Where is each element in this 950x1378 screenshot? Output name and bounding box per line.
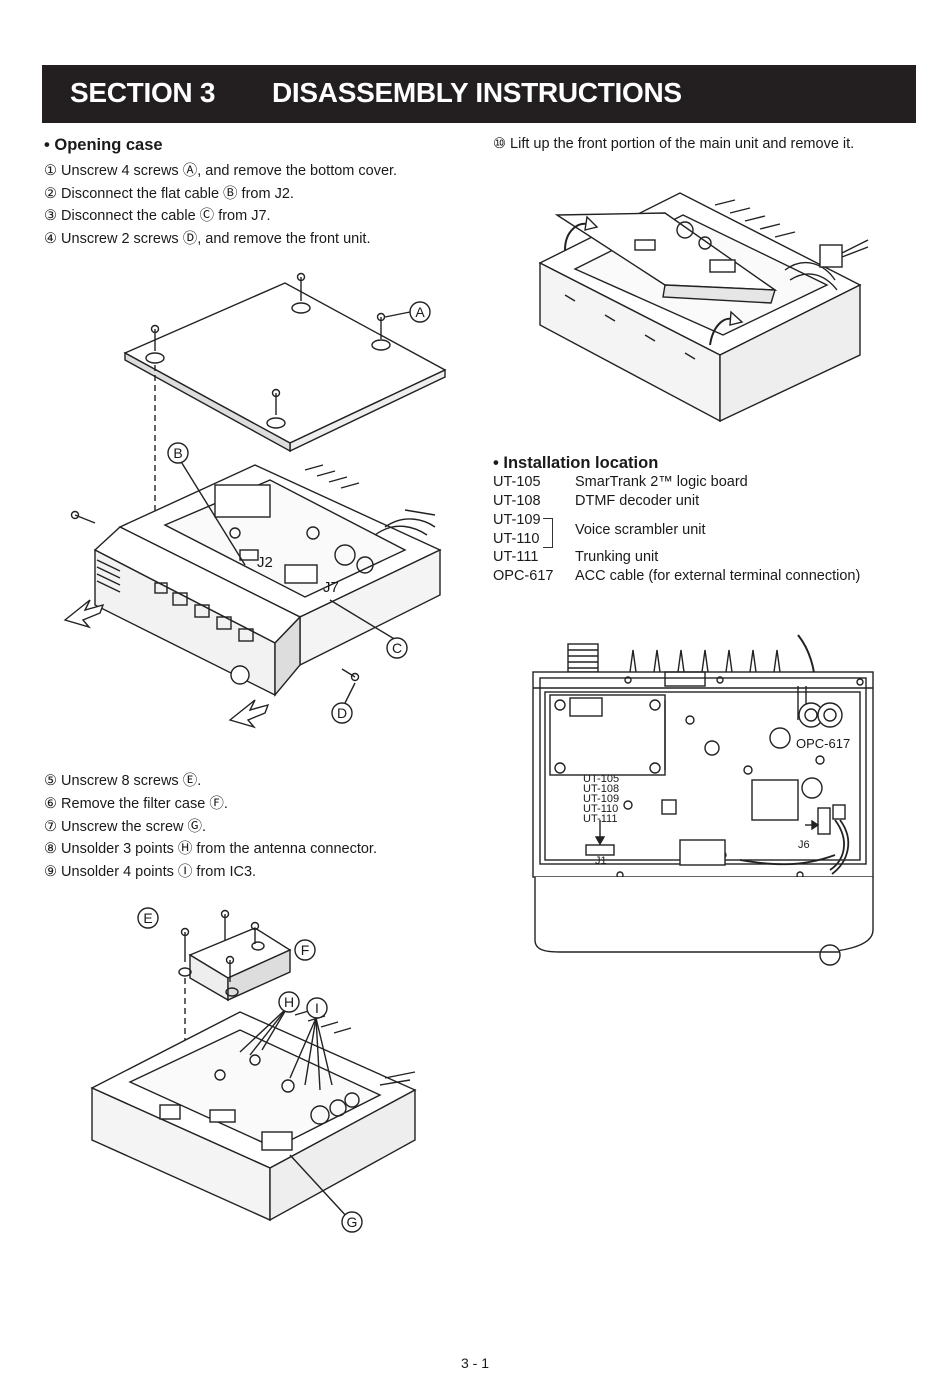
label-e: E (143, 910, 152, 926)
label-d: D (337, 705, 347, 721)
label-j2: J2 (257, 554, 273, 571)
install-desc: ACC cable (for external terminal connect… (575, 568, 861, 584)
label-i: I (315, 1000, 319, 1016)
install-code: UT-110 (493, 531, 540, 547)
figure-opening-case: A B C D J2 J7 (63, 272, 447, 729)
section-header: SECTION 3 DISASSEMBLY INSTRUCTIONS (42, 65, 916, 123)
ut-label: UT-109 (583, 793, 619, 805)
section-title: DISASSEMBLY INSTRUCTIONS (272, 77, 682, 108)
step-5: ⑤ Unscrew 8 screws Ⓔ. (44, 773, 202, 789)
section-number: SECTION 3 (70, 77, 216, 108)
page-number: 3 - 1 (460, 1355, 489, 1371)
label-j7: J7 (323, 579, 339, 596)
label-c: C (392, 640, 402, 656)
ut-label: UT-108 (583, 783, 619, 795)
figure-main-unit-removal (538, 192, 869, 423)
label-g: G (347, 1214, 358, 1230)
install-desc: Voice scrambler unit (575, 522, 706, 538)
step-8: ⑧ Unsolder 3 points Ⓗ from the antenna c… (44, 841, 377, 857)
ut-label: UT-111 (583, 813, 617, 825)
opening-case-heading: • Opening case (44, 136, 163, 154)
ut-label: UT-110 (583, 803, 618, 815)
step-2: ② Disconnect the flat cable Ⓑ from J2. (44, 186, 294, 202)
step-1: ① Unscrew 4 screws Ⓐ, and remove the bot… (44, 163, 398, 179)
install-code: OPC-617 (493, 568, 554, 584)
label-a: A (415, 304, 425, 320)
figure-installation-location: OPC-617 UT-105 UT-108 UT-109 UT-110 UT-1… (532, 634, 874, 966)
install-code: UT-108 (493, 493, 541, 509)
install-code: UT-105 (493, 474, 541, 490)
j6-label: J6 (798, 839, 810, 851)
label-h: H (284, 994, 294, 1010)
step-6: ⑥ Remove the filter case Ⓕ. (44, 796, 228, 812)
installation-heading: • Installation location (493, 454, 659, 472)
install-desc: Trunking unit (575, 549, 659, 565)
label-b: B (173, 445, 182, 461)
install-code: UT-111 (493, 549, 539, 565)
opc-label: OPC-617 (796, 736, 850, 751)
install-code: UT-109 (493, 512, 541, 528)
j1-label: J1 (595, 855, 607, 867)
step-10: ⑩ Lift up the front portion of the main … (493, 136, 855, 152)
figure-filter-case: E F H I G (90, 907, 417, 1233)
ut-label: UT-105 (583, 773, 619, 785)
step-3: ③ Disconnect the cable Ⓒ from J7. (44, 208, 271, 224)
install-desc: DTMF decoder unit (575, 493, 700, 509)
step-9: ⑨ Unsolder 4 points Ⓘ from IC3. (44, 864, 257, 880)
install-desc: SmarTrank 2™ logic board (575, 474, 748, 490)
label-f: F (301, 942, 310, 958)
step-7: ⑦ Unscrew the screw Ⓖ. (44, 819, 207, 835)
step-4: ④ Unscrew 2 screws Ⓓ, and remove the fro… (44, 231, 371, 247)
bracket (543, 518, 553, 548)
